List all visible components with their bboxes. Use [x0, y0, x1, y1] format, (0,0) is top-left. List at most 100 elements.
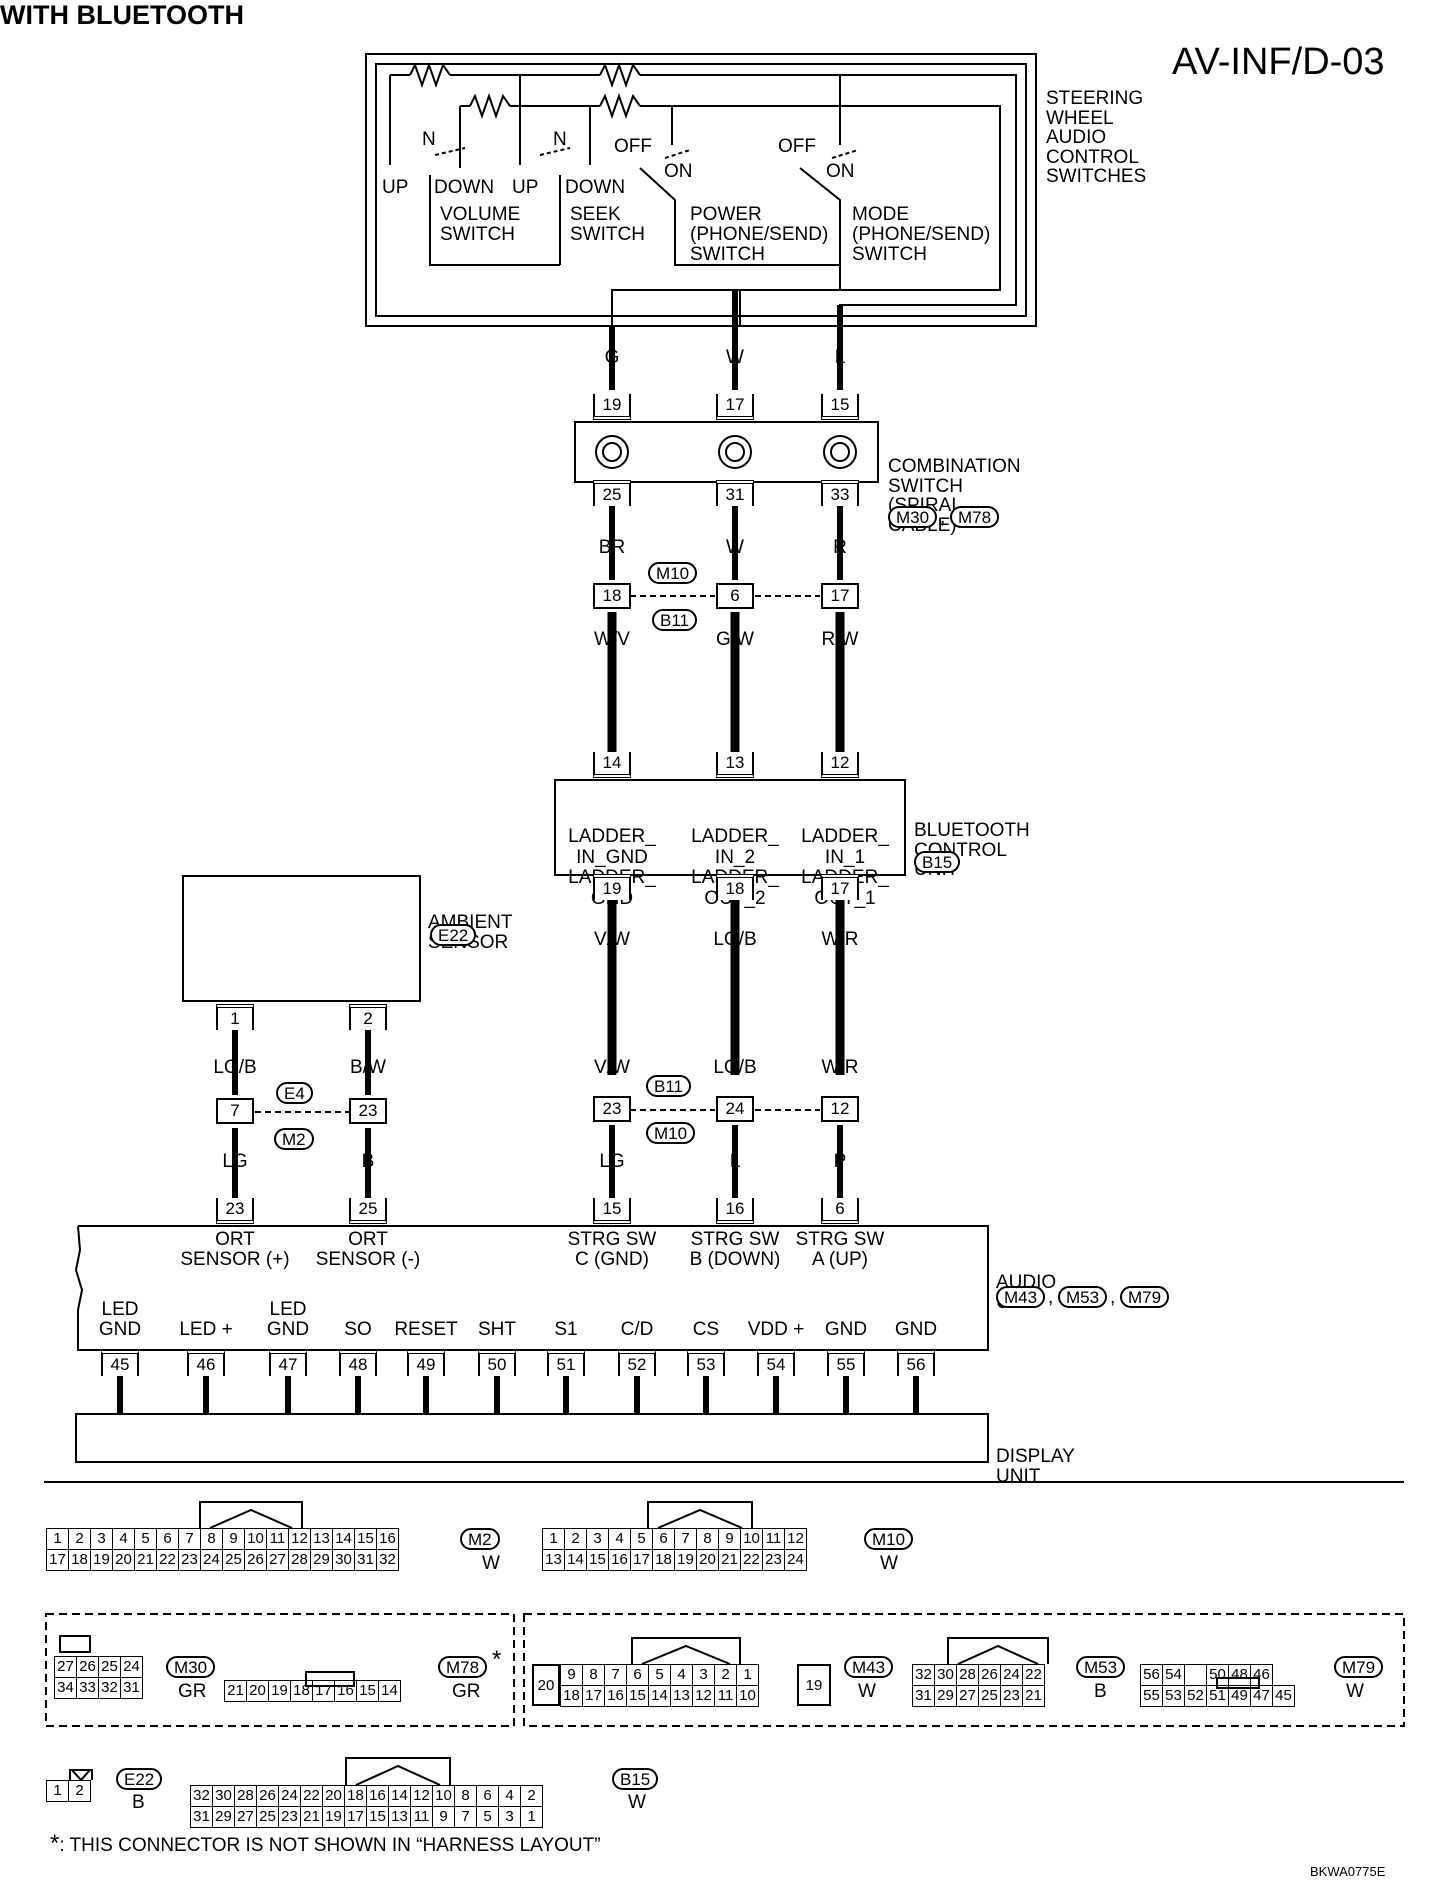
pin-cell: 34	[54, 1677, 77, 1699]
pin-cell: 26	[978, 1664, 1001, 1686]
connector-pin: 56	[897, 1350, 935, 1376]
connector-separator: ,	[1048, 1287, 1054, 1308]
power-on-label: ON	[664, 161, 693, 182]
connector-id: E22	[116, 1768, 163, 1790]
connector-pin: 18	[593, 583, 631, 609]
pin-cell: 31	[912, 1685, 935, 1707]
wire-color: W/R	[821, 1057, 859, 1078]
pin-cell: 2	[564, 1528, 587, 1550]
pin-cell	[1184, 1664, 1207, 1686]
audio-terminal: C/D	[620, 1319, 654, 1340]
pin-cell: 14	[332, 1528, 355, 1550]
pin-cell: 9	[718, 1528, 741, 1550]
pin-cell: 27	[266, 1549, 289, 1571]
pin-cell: 29	[310, 1549, 333, 1571]
connector-pin: 54	[757, 1350, 795, 1376]
pin-cell: 22	[1022, 1664, 1045, 1686]
bluetooth-unit-label: BLUETOOTHCONTROLUNIT	[914, 820, 1030, 879]
connector-pin: 6	[716, 583, 754, 609]
connector-pin: 7	[216, 1098, 254, 1124]
pin-cell: 17	[312, 1680, 335, 1702]
pin-cell: 27	[234, 1806, 257, 1828]
wire-color: BR	[598, 537, 626, 558]
connector-id: M43	[844, 1656, 894, 1678]
pin-cell: 3	[90, 1528, 113, 1550]
pin-cell: 16	[376, 1528, 399, 1550]
pin-cell: 17	[582, 1685, 605, 1707]
pin-cell: 51	[1206, 1685, 1229, 1707]
pin-cell: 53	[1162, 1685, 1185, 1707]
connector-separator: ,	[1110, 1287, 1116, 1308]
connector-pin: 55	[827, 1350, 865, 1376]
connector-pin: 17	[716, 394, 754, 420]
pin-cell: 20	[112, 1549, 135, 1571]
volume-n-label: N	[422, 129, 436, 150]
connector-pin: 15	[821, 394, 859, 420]
pin-cell: 45	[1272, 1685, 1295, 1707]
pin-cell: 14	[564, 1549, 587, 1571]
connector-id: E4	[276, 1082, 313, 1104]
pin-cell: 16	[604, 1685, 627, 1707]
pin-cell: 21	[134, 1549, 157, 1571]
audio-terminal: CS	[692, 1319, 720, 1340]
pin-cell: 22	[740, 1549, 763, 1571]
pin-cell: 52	[1184, 1685, 1207, 1707]
pin-cell: 29	[934, 1685, 957, 1707]
wire-color: R	[833, 537, 847, 558]
connector-pin: 6	[821, 1198, 859, 1224]
mode-switch-label: MODE(PHONE/SEND)SWITCH	[852, 204, 991, 265]
connector-color: W	[1346, 1681, 1364, 1702]
pin-cell: 4	[670, 1664, 693, 1686]
pin-cell: 13	[542, 1549, 565, 1571]
pin-cell: 8	[696, 1528, 719, 1550]
pin-cell: 28	[956, 1664, 979, 1686]
pin-cell: 27	[54, 1656, 77, 1678]
pin-cell: 5	[476, 1806, 499, 1828]
pin-cell: 5	[134, 1528, 157, 1550]
diagram-code: AV-INF/D-03	[1172, 41, 1385, 83]
mode-off-label: OFF	[778, 136, 816, 157]
pin-cell: 26	[256, 1785, 279, 1807]
wire-color: V/W	[594, 929, 630, 950]
pin-cell: 31	[120, 1677, 143, 1699]
pin-cell: 5	[648, 1664, 671, 1686]
pin-cell: 47	[1250, 1685, 1273, 1707]
pin-cell: 18	[652, 1549, 675, 1571]
connector-pin: 47	[269, 1350, 307, 1376]
power-switch-label: POWER(PHONE/SEND)SWITCH	[690, 204, 829, 265]
pin-cell: 8	[200, 1528, 223, 1550]
pin-cell: 50	[1206, 1664, 1229, 1686]
pin-cell: 21	[1022, 1685, 1045, 1707]
pin-cell: 18	[560, 1685, 583, 1707]
bcu-terminal-3: LADDER_IN_1LADDER_OUT_1	[801, 826, 889, 908]
pin-cell: 1	[736, 1664, 759, 1686]
pin-cell: 6	[626, 1664, 649, 1686]
connector-color: W	[880, 1553, 898, 1574]
pin-cell: 14	[388, 1785, 411, 1807]
pin-cell: 8	[454, 1785, 477, 1807]
wire-color: L	[729, 1151, 741, 1172]
connector-pin: 46	[187, 1350, 225, 1376]
pin-cell: 6	[156, 1528, 179, 1550]
connector-pin: 25	[349, 1198, 387, 1224]
pin-cell: 32	[98, 1677, 121, 1699]
connector-id: M53	[1076, 1656, 1126, 1678]
pin-cell: 17	[630, 1549, 653, 1571]
not-shown-marker: *	[492, 1646, 502, 1673]
connector-id: M10	[864, 1528, 914, 1550]
pin-cell: 8	[582, 1664, 605, 1686]
footnote-text: : THIS CONNECTOR IS NOT SHOWN IN “HARNES…	[59, 1835, 601, 1856]
pin-cell: 10	[740, 1528, 763, 1550]
pin-cell: 11	[714, 1685, 737, 1707]
